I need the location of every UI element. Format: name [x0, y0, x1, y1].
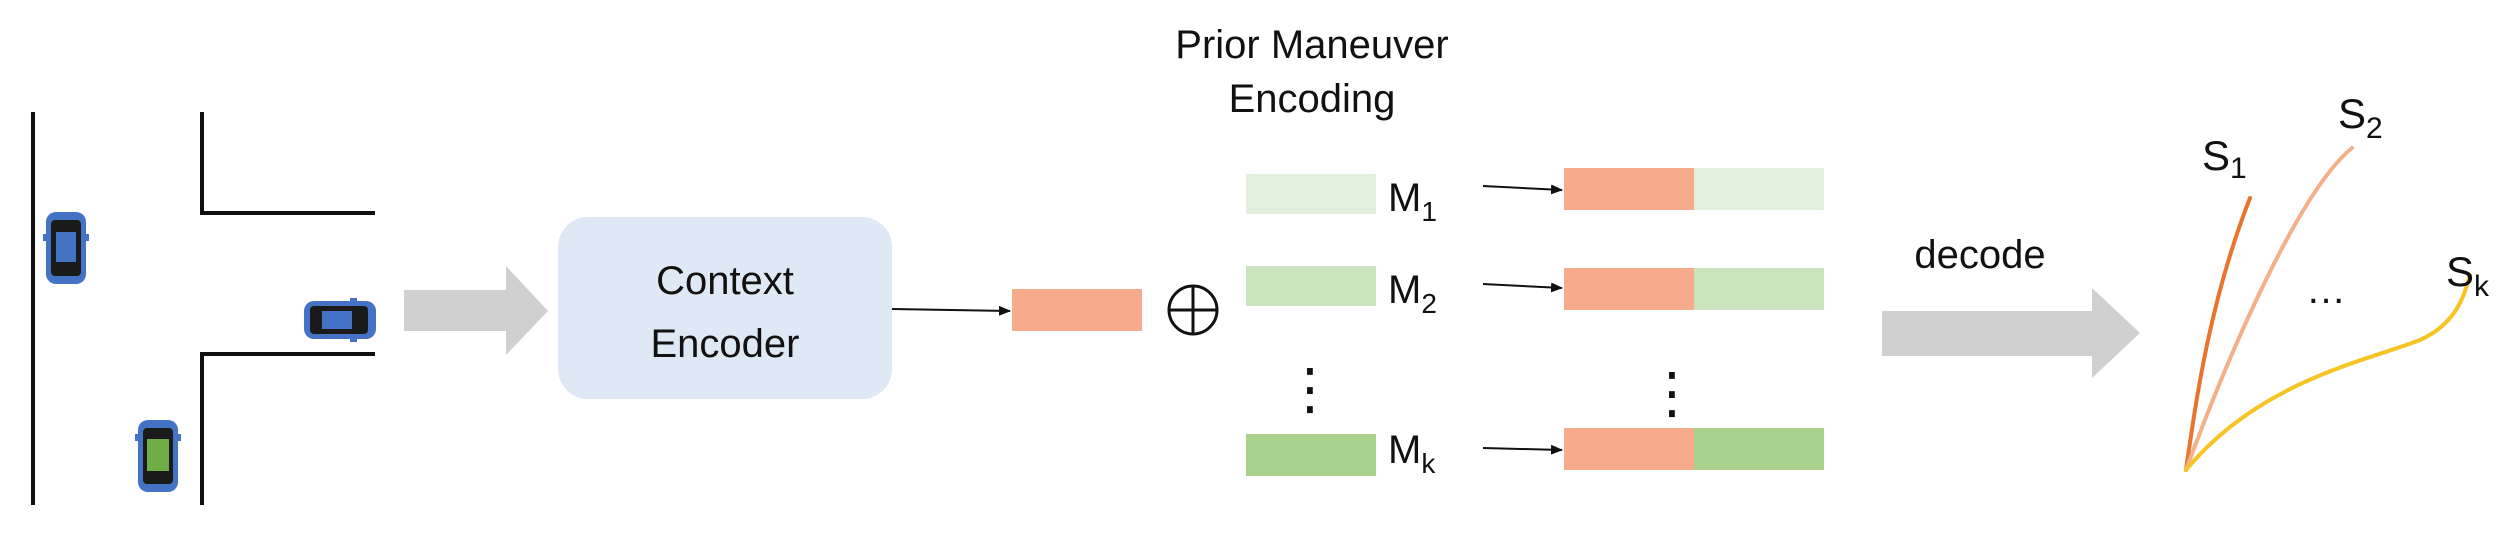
context-encoder-label-line1: Context	[656, 259, 794, 303]
decode-label: decode	[1914, 233, 2045, 277]
context-encoder-block: Context Encoder	[558, 217, 892, 399]
trajectory-label-sk: Sk	[2446, 248, 2490, 303]
prior-maneuver-title-line2: Encoding	[1229, 77, 1396, 121]
trajectory-sk	[2184, 273, 2472, 472]
ego-vehicle	[304, 298, 376, 342]
trajectory-label-s1: S1	[2202, 132, 2247, 185]
combined-maneuver-2	[1694, 268, 1824, 310]
maneuver-ellipsis-right: ⋮	[1644, 361, 1700, 424]
vehicle-green	[135, 420, 181, 492]
trajectory-s1	[2184, 196, 2252, 472]
trajectory-s2	[2184, 146, 2354, 472]
combined-maneuver-1	[1694, 168, 1824, 210]
trajectory-group: S1 S2 Sk …	[2184, 90, 2490, 472]
prior-maneuver-title-line1: Prior Maneuver	[1175, 23, 1448, 67]
maneuver-row-1: M1	[1246, 168, 1824, 227]
combined-context-k	[1564, 428, 1694, 470]
combined-context-1	[1564, 168, 1694, 210]
context-embedding	[1012, 289, 1142, 331]
maneuver-ellipsis-left: ⋮	[1282, 357, 1338, 420]
maneuver-embedding-1	[1246, 174, 1376, 214]
maneuver-row-2: M2	[1246, 266, 1824, 319]
maneuver-embedding-2	[1246, 266, 1376, 306]
encoder-to-embedding-arrow	[891, 305, 1011, 316]
maneuver-row-k: Mk	[1246, 428, 1824, 479]
context-encoder-label-line2: Encoder	[651, 322, 800, 366]
input-flow-arrow	[404, 266, 548, 355]
trajectory-ellipsis: …	[2306, 268, 2346, 312]
combined-maneuver-k	[1694, 428, 1824, 470]
maneuver-label-k: Mk	[1388, 428, 1436, 479]
road-corner-top	[200, 112, 375, 215]
maneuver-label-2: M2	[1388, 268, 1437, 319]
road-scene	[31, 112, 376, 505]
maneuver-embedding-k	[1246, 434, 1376, 476]
trajectory-label-s2: S2	[2338, 90, 2383, 145]
combined-context-2	[1564, 268, 1694, 310]
concat-operator	[1167, 284, 1219, 336]
vehicle-left	[43, 212, 89, 284]
maneuver-label-1: M1	[1388, 176, 1437, 227]
maneuver-arrow-k	[1482, 444, 1563, 455]
maneuver-arrow-1	[1482, 184, 1563, 195]
maneuver-arrow-2	[1482, 282, 1563, 293]
decode-arrow	[1882, 288, 2140, 378]
context-encoder-box	[558, 217, 892, 399]
road-corner-bottom	[200, 352, 375, 505]
